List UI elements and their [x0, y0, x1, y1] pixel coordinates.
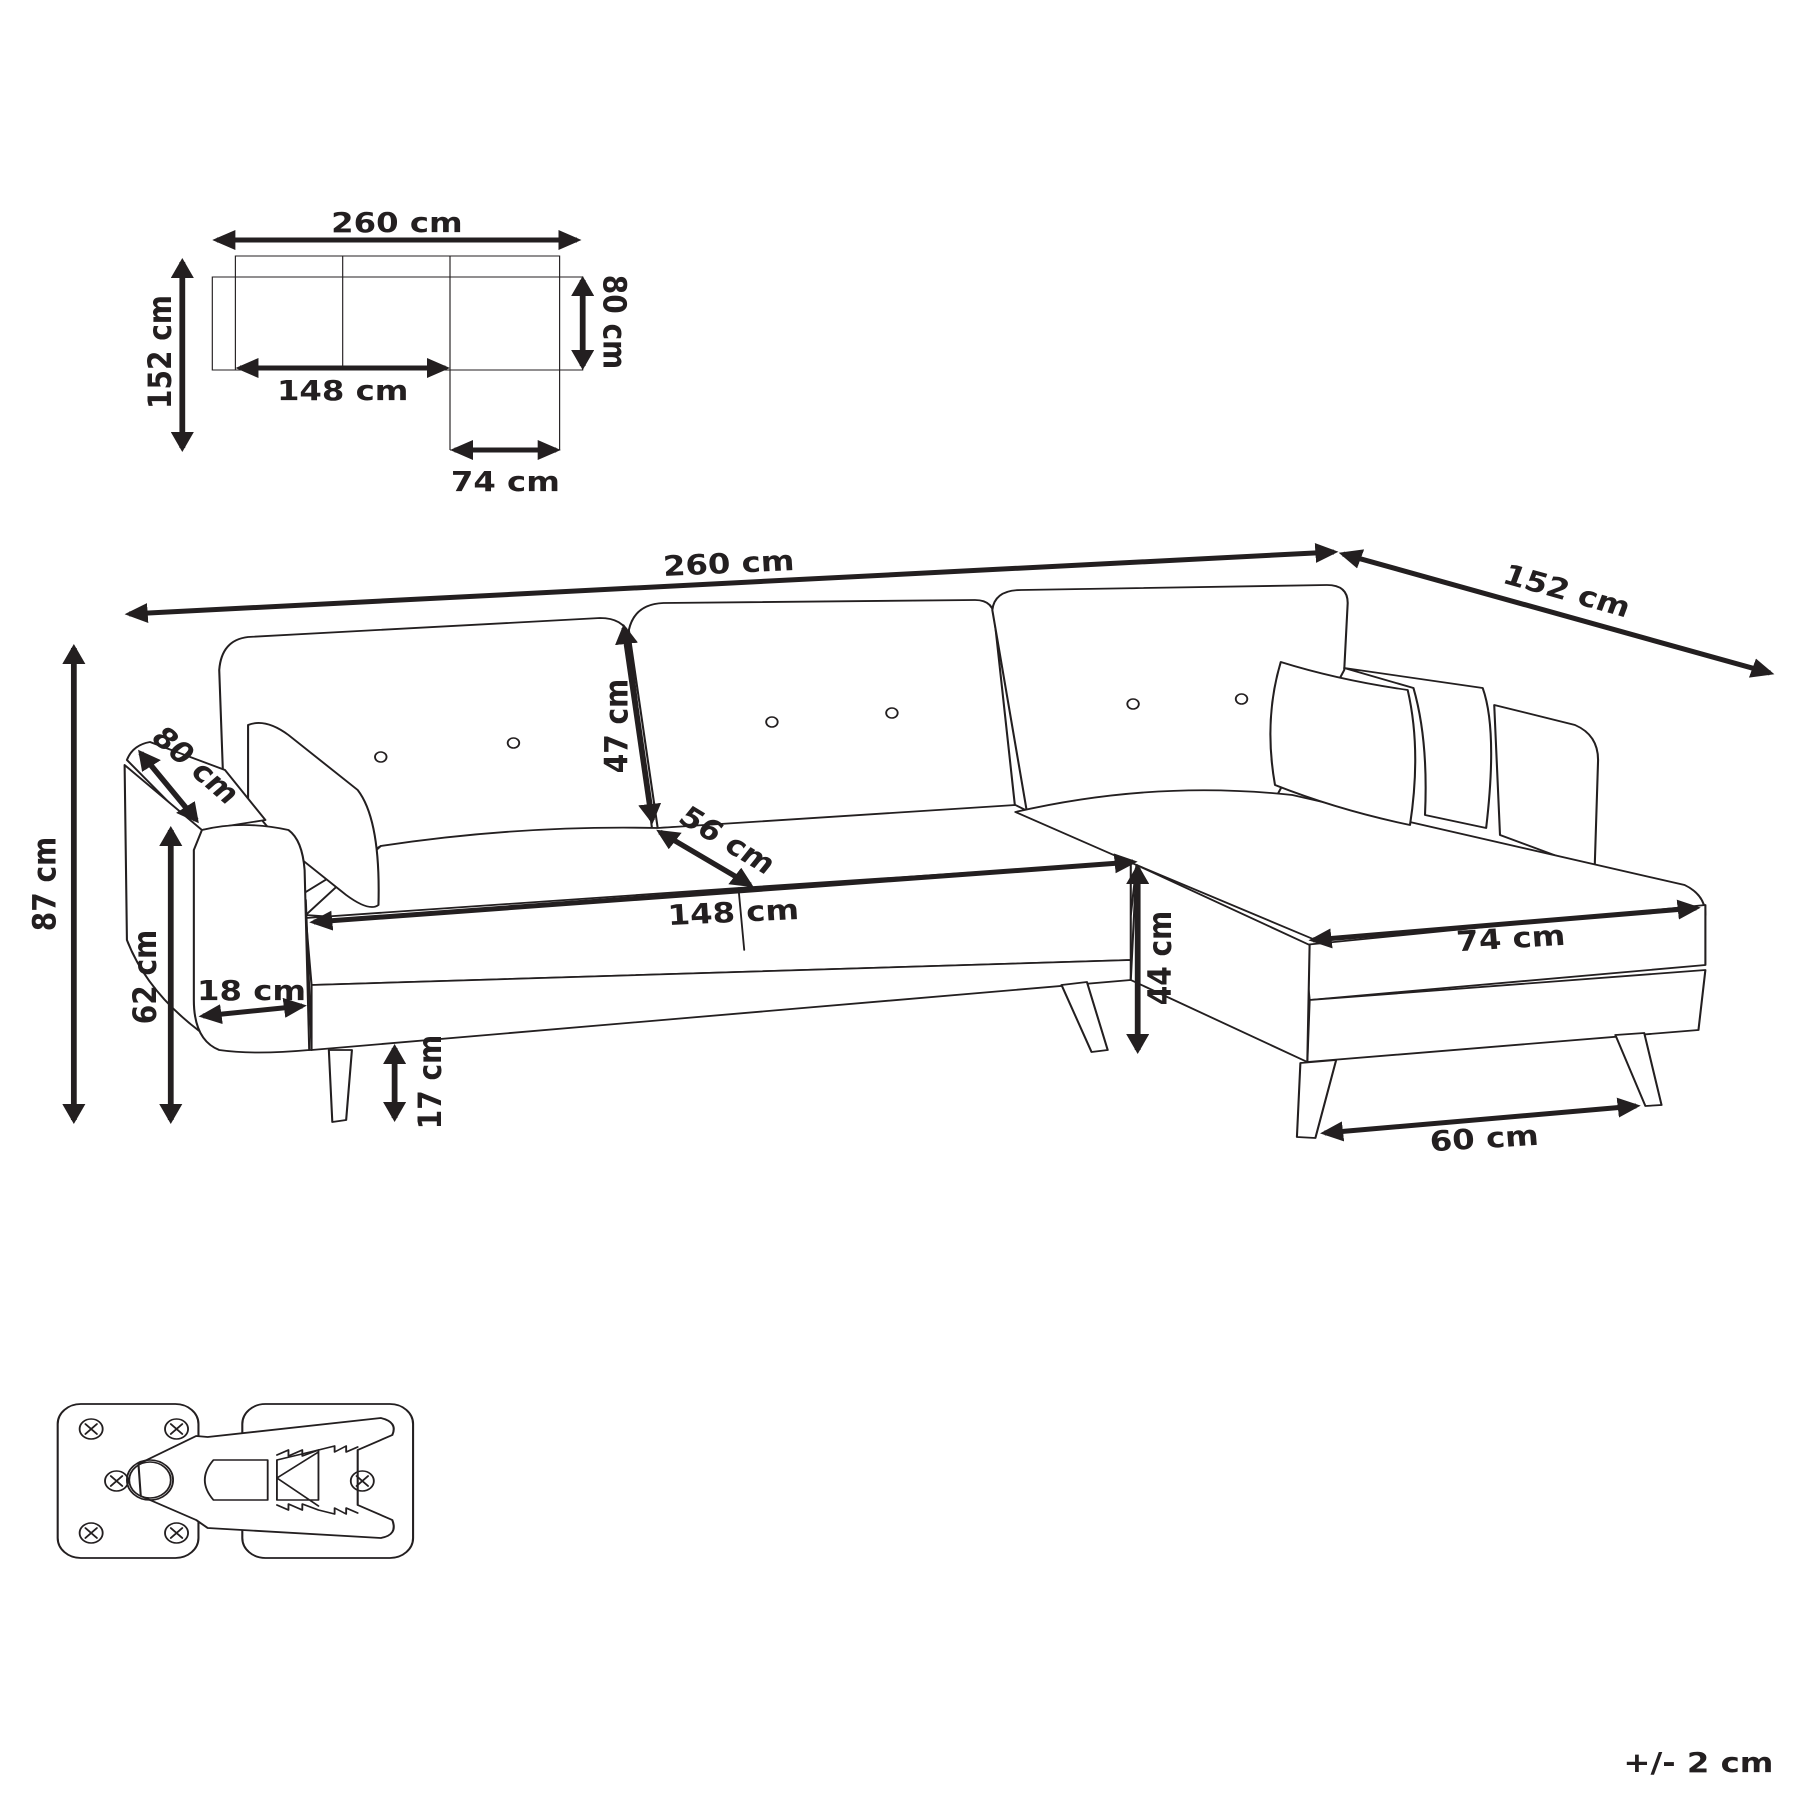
seat-width-label: 148 cm: [667, 894, 800, 932]
top-width-label: 260 cm: [331, 207, 462, 239]
tolerance-note: +/- 2 cm: [1623, 1747, 1773, 1779]
armrest-width-label: 18 cm: [197, 975, 306, 1007]
screw-icons: [78, 1418, 375, 1544]
top-back-depth-label: 80 cm: [595, 275, 632, 369]
total-height-label: 87 cm: [27, 837, 64, 931]
total-width-label: 260 cm: [662, 545, 795, 583]
top-depth-label: 152 cm: [142, 295, 179, 409]
chaise-width-label: 74 cm: [1455, 920, 1566, 959]
perspective-dimension-lines: [62, 542, 1775, 1142]
armrest-height-label: 62 cm: [127, 930, 164, 1024]
top-chaise-width-label: 74 cm: [451, 466, 560, 498]
chaise-leg-spacing-label: 60 cm: [1429, 1120, 1540, 1159]
seat-height-label: 44 cm: [1142, 911, 1179, 1005]
hinge-mechanism-illustration: [56, 1403, 415, 1559]
top-view-plan: 260 cm 152 cm 148 cm 80 cm 74 cm: [142, 207, 632, 498]
backrest-middle: [627, 599, 1017, 829]
sofa-perspective-drawing: [123, 584, 1707, 1139]
backrest-height-label: 47 cm: [599, 679, 636, 773]
leg-height-label: 17 cm: [412, 1035, 449, 1129]
top-seat-width-label: 148 cm: [277, 375, 408, 407]
